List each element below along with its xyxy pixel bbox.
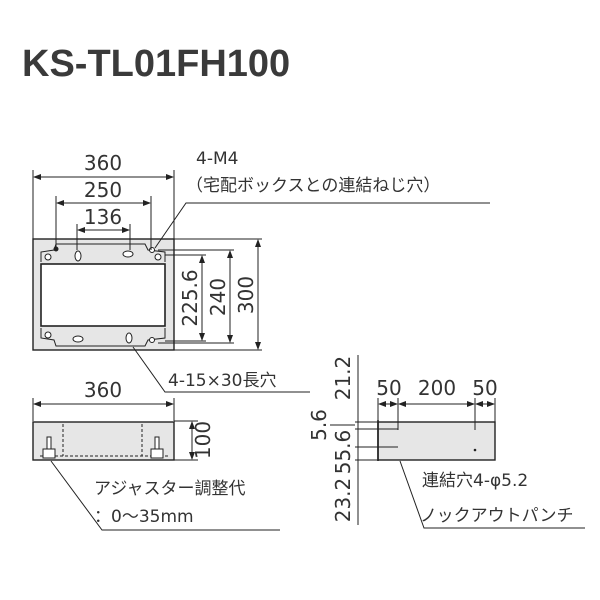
dim-height-mid: 240 (206, 278, 230, 316)
slot-hole (74, 250, 82, 262)
slot-hole (122, 250, 134, 258)
dim-height: 100 (191, 421, 215, 459)
side-body (377, 421, 496, 461)
slot-hole (72, 335, 84, 343)
model-title: KS-TL01FH100 (22, 43, 290, 85)
screw-hole (44, 331, 52, 339)
adjuster-note-range: ：0〜35mm (94, 507, 194, 527)
screw-note-desc: （宅配ボックスとの連結ねじ穴） (186, 176, 440, 196)
leader-line (50, 460, 280, 531)
hole-note-spec: 連結穴4-φ5.2 (422, 471, 528, 491)
dim-height-offset: 5.6 (307, 409, 331, 441)
hole-note-desc: ノックアウトパンチ (420, 506, 574, 526)
center-opening (40, 263, 166, 327)
screw-hole (149, 247, 155, 253)
slot-note: 4-15×30長穴 (168, 371, 276, 391)
screw-hole (154, 253, 162, 261)
screw-hole (149, 337, 155, 343)
dim-width: 360 (84, 378, 122, 402)
slot-hole (125, 332, 133, 344)
dim-spacing-right: 50 (472, 376, 497, 400)
dim-width-outer: 360 (84, 151, 122, 175)
dim-height-outer: 300 (234, 276, 258, 314)
adjuster-foot (42, 448, 56, 459)
dim-width-mid: 250 (84, 178, 122, 202)
dim-spacing-left: 50 (376, 376, 401, 400)
dim-height-bottom: 23.2 (331, 478, 355, 523)
screw-note-spec: 4-M4 (196, 149, 238, 169)
leader-line (399, 460, 585, 529)
dim-height-inner: 225.6 (178, 269, 202, 326)
dim-height-holes: 55.6 (331, 430, 355, 475)
front-view: 360 100 アジャスター調整代 ：0〜35mm (32, 378, 280, 531)
adjuster-note-title: アジャスター調整代 (94, 479, 245, 499)
leader-line (132, 346, 310, 393)
dim-width-inner: 136 (84, 205, 122, 229)
dim-spacing-middle: 200 (418, 376, 456, 400)
adjuster-bolt (46, 436, 52, 450)
top-view: 360 250 136 300 240 225.6 4-M4 （宅配ボックスとの… (32, 149, 490, 393)
bracket-outline (40, 243, 166, 347)
leader-line (154, 202, 490, 249)
adjuster-foot (150, 448, 164, 459)
side-view: 50 200 50 21.2 5.6 55.6 23.2 連結穴4-φ5.2 ノ… (307, 355, 585, 529)
screw-hole (44, 253, 52, 261)
adjuster-bolt (154, 436, 160, 450)
dim-height-top: 21.2 (331, 356, 355, 401)
